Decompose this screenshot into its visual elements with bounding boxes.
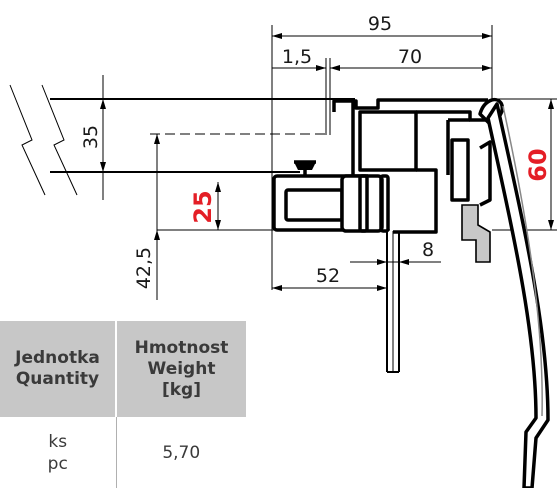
header-weight: Hmotnost Weight [kg] xyxy=(116,321,246,417)
dimension-70: 1,5 70 xyxy=(272,46,492,135)
dimension-label-95: 95 xyxy=(368,13,392,35)
dimension-label-8: 8 xyxy=(422,239,434,261)
specification-table: Jednotka Quantity Hmotnost Weight [kg] k… xyxy=(0,321,246,488)
dimension-35: 35 xyxy=(80,75,106,200)
dimension-42-5: 42,5 xyxy=(133,230,160,300)
aluminium-profile xyxy=(272,98,492,373)
table-header-row: Jednotka Quantity Hmotnost Weight [kg] xyxy=(0,321,246,417)
dimension-label-35: 35 xyxy=(80,125,102,149)
dimension-label-52: 52 xyxy=(316,265,340,287)
dimension-label-1-5: 1,5 xyxy=(282,46,312,68)
dimension-95: 95 xyxy=(271,13,493,290)
table-row: ks pc 5,70 xyxy=(0,417,246,488)
cell-unit: ks pc xyxy=(0,417,117,488)
cell-weight: 5,70 xyxy=(116,417,246,488)
dimension-52-8: 52 8 xyxy=(272,239,441,291)
dimension-label-60: 60 xyxy=(524,148,552,181)
dimension-label-42-5: 42,5 xyxy=(133,247,155,289)
dimension-label-70: 70 xyxy=(398,46,422,68)
panel-section xyxy=(9,84,355,196)
header-unit: Jednotka Quantity xyxy=(0,321,117,417)
curved-cover xyxy=(478,97,550,488)
dimension-label-25: 25 xyxy=(189,190,217,223)
